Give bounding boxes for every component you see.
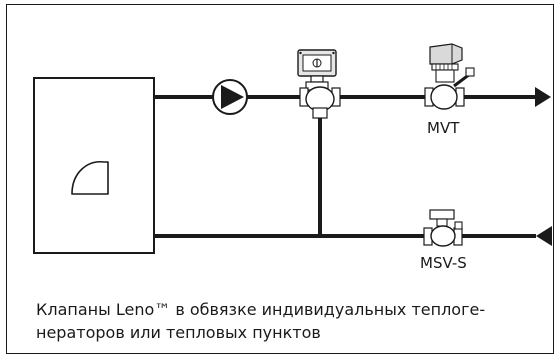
caption-line-1: Клапаны Leno™ в обвязке индивидуальных т… xyxy=(36,300,486,319)
mvt-label: MVT xyxy=(427,119,460,137)
burner-fan-icon xyxy=(71,161,109,195)
caption-line-2: нераторов или тепловых пунктов xyxy=(36,323,321,342)
msv-s-label: MSV-S xyxy=(420,254,467,272)
return-arrow-icon xyxy=(536,226,552,246)
msv-s-valve-icon xyxy=(423,209,463,247)
three-way-valve-icon xyxy=(299,81,341,119)
mvt-valve-icon xyxy=(424,43,475,110)
actuator-icon xyxy=(297,49,337,83)
flow-arrow-icon xyxy=(535,87,551,107)
diagram-caption: Клапаны Leno™ в обвязке индивидуальных т… xyxy=(36,298,536,344)
pump-icon xyxy=(212,79,248,115)
